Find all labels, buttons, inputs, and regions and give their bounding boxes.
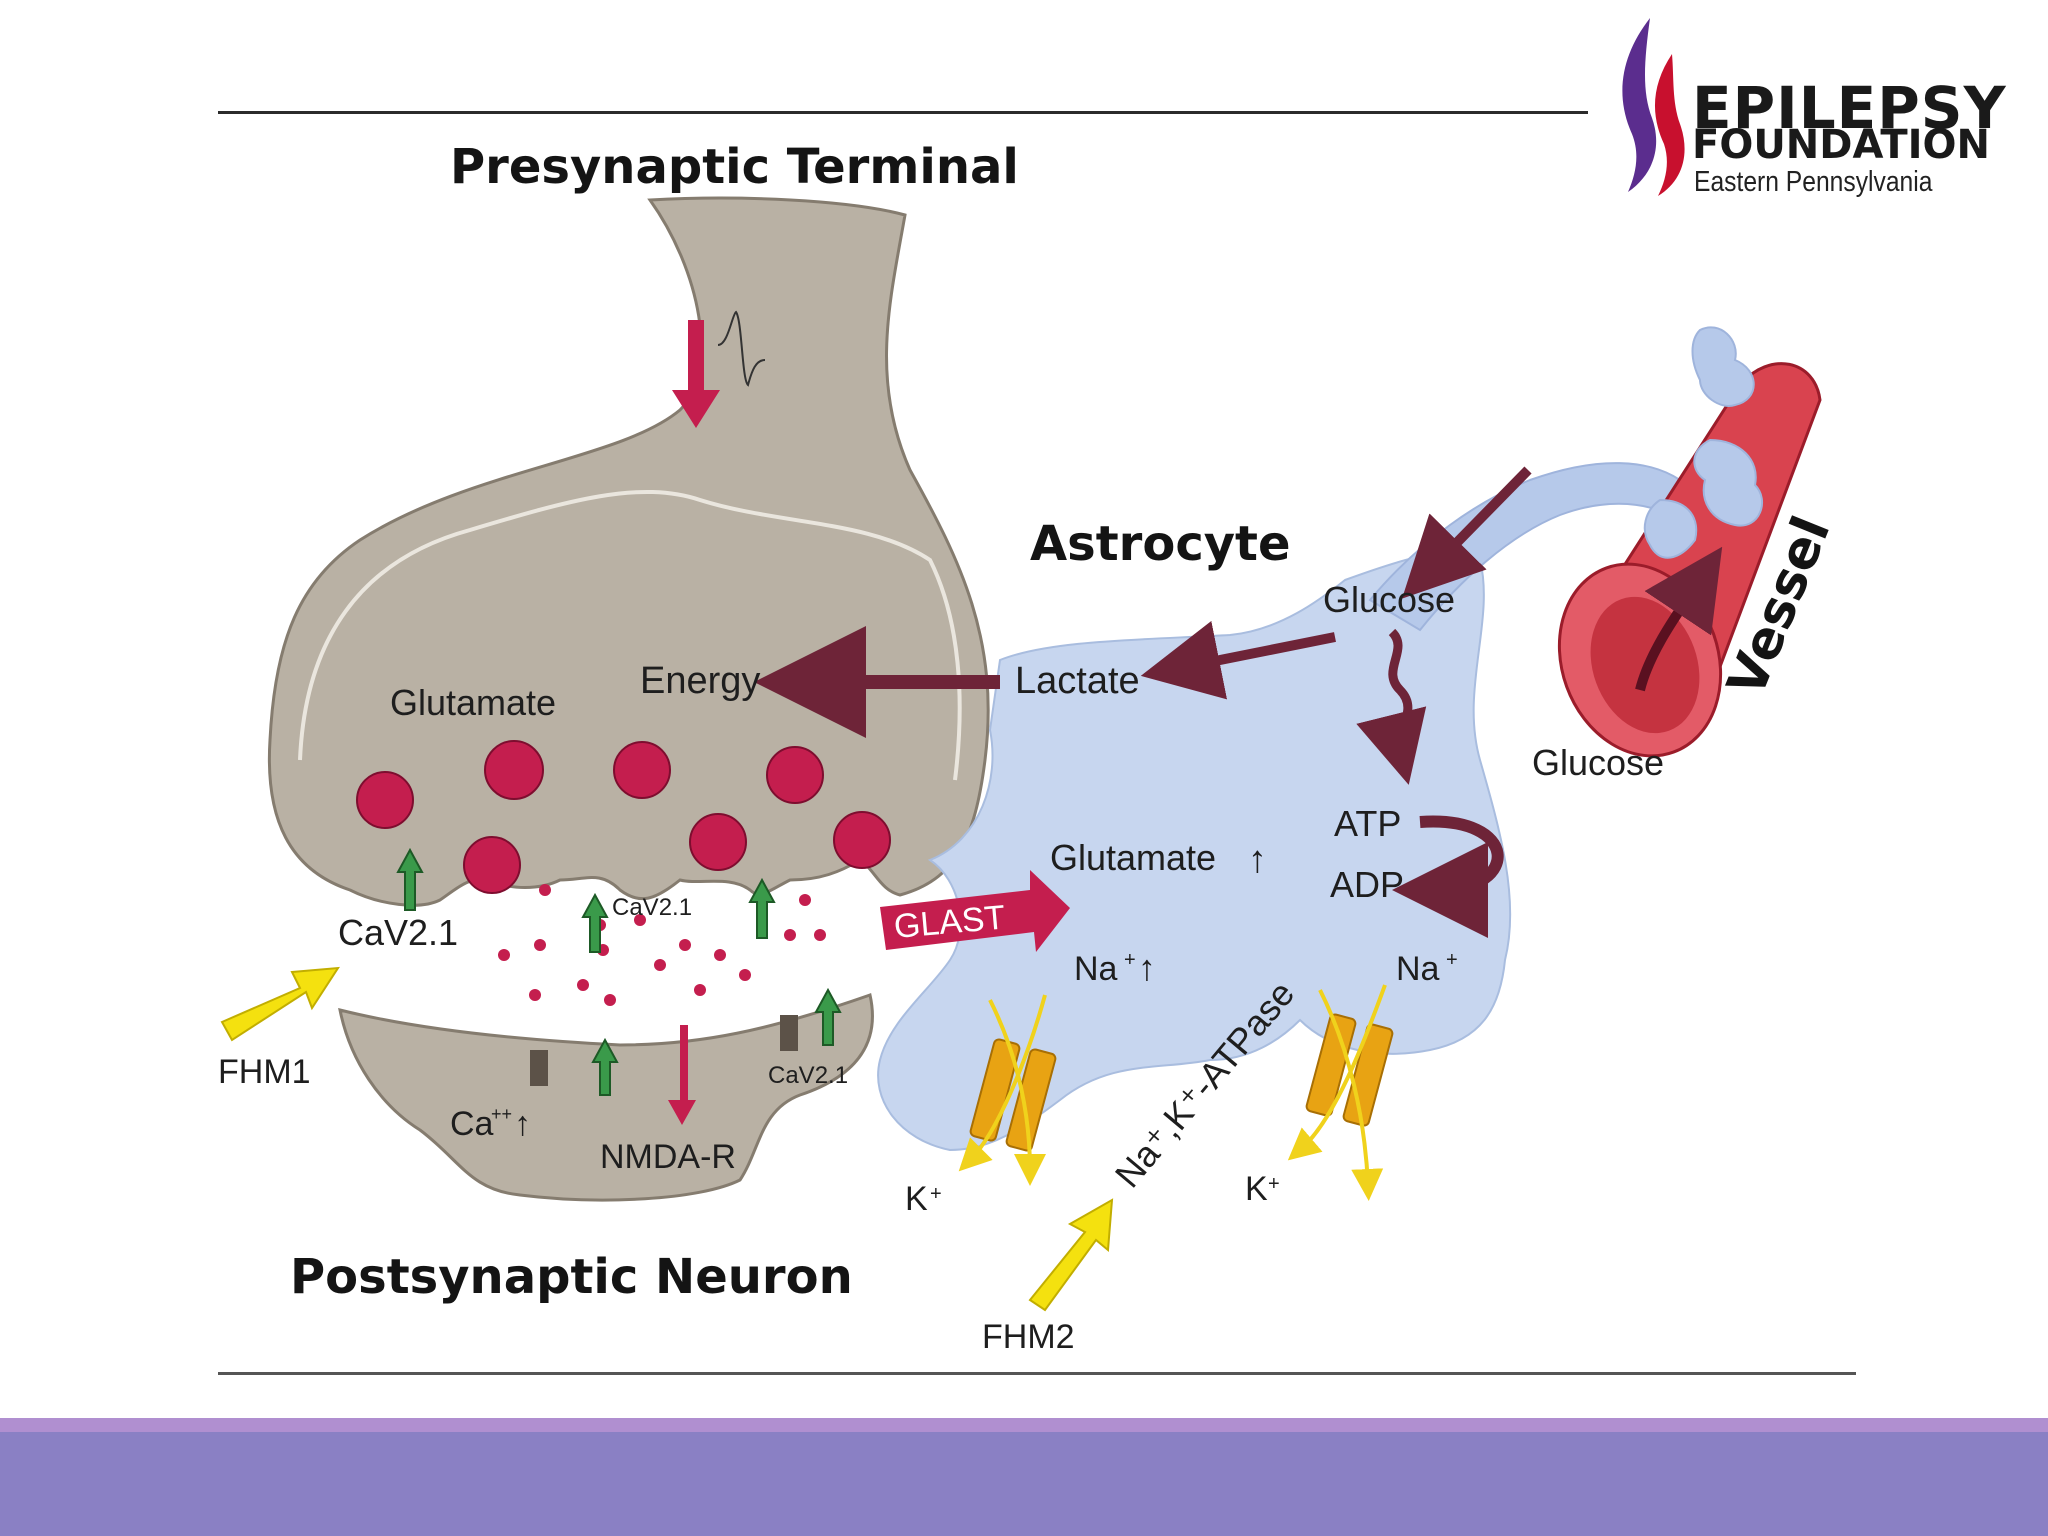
na-up-arrow-icon: ↑ — [1138, 947, 1156, 988]
released-glutamate — [498, 884, 826, 1006]
label-lactate: Lactate — [1015, 660, 1140, 702]
label-energy: Energy — [640, 660, 760, 702]
glucose-uptake-arrow — [1402, 466, 1532, 599]
label-glutamate: Glutamate — [390, 682, 556, 723]
na-k-atpase-right — [1287, 984, 1394, 1201]
ca-up-arrow-icon: ↑ — [514, 1105, 531, 1143]
action-potential-arrow — [672, 320, 720, 428]
flame-icon — [1622, 18, 1685, 196]
astrocyte-title: Astrocyte — [1030, 516, 1291, 572]
label-glutamate-up: Glutamate — [1050, 837, 1216, 878]
label-fhm2: FHM2 — [982, 1318, 1075, 1356]
label-ca: Ca — [450, 1105, 494, 1143]
epilepsy-foundation-logo: EPILEPSY FOUNDATION Eastern Pennsylvania — [1592, 14, 2012, 204]
na-k-atpase-left — [958, 994, 1057, 1186]
logo-text-region: Eastern Pennsylvania — [1694, 166, 1933, 198]
postsynaptic-title: Postsynaptic Neuron — [290, 1249, 853, 1305]
label-atp: ATP — [1334, 803, 1401, 844]
logo-text-foundation: FOUNDATION — [1692, 122, 1990, 168]
postsynaptic-neuron — [338, 993, 874, 1202]
fhm1-arrow — [220, 966, 340, 1042]
label-adp: ADP — [1330, 864, 1404, 905]
label-k-left: K — [905, 1180, 928, 1218]
k-left-superscript-plus: + — [930, 1183, 942, 1205]
label-glucose-astrocyte: Glucose — [1323, 579, 1455, 620]
label-cav21-left: CaV2.1 — [338, 912, 458, 953]
na-right-superscript-plus: + — [1446, 949, 1458, 971]
label-fhm1: FHM1 — [218, 1053, 311, 1091]
label-cav21-post: CaV2.1 — [768, 1062, 848, 1089]
top-divider — [218, 111, 1588, 114]
glucose-to-lactate-arrow — [1140, 620, 1336, 700]
glutamate-up-arrow-icon: ↑ — [1248, 839, 1267, 881]
action-potential-trace-icon — [717, 310, 766, 387]
glycolysis-arrow — [1356, 628, 1427, 785]
postsynaptic-receptors — [530, 987, 842, 1125]
footer-band — [0, 1432, 2048, 1536]
label-nmda: NMDA-R — [600, 1138, 736, 1176]
label-cav21-center: CaV2.1 — [612, 894, 692, 921]
bottom-divider — [218, 1372, 1856, 1375]
glast-transporter-arrow — [880, 870, 1070, 952]
presynaptic-inner-membrane — [298, 490, 962, 781]
k-right-superscript-plus: + — [1268, 1173, 1280, 1195]
presynaptic-cav21-channels — [396, 847, 776, 953]
fhm2-arrow — [1028, 1198, 1114, 1312]
ca-superscript: ++ — [491, 1104, 512, 1124]
label-na-up: Na — [1074, 950, 1118, 988]
blood-vessel — [1557, 326, 1822, 758]
presynaptic-title: Presynaptic Terminal — [450, 139, 1019, 195]
label-glucose-vessel: Glucose — [1532, 742, 1664, 783]
footer-accent-strip — [0, 1418, 2048, 1432]
atp-adp-cycle-arrow — [1392, 815, 1504, 938]
glutamate-vesicles — [356, 740, 891, 894]
label-na-right: Na — [1396, 950, 1440, 988]
label-k-right: K — [1245, 1170, 1268, 1208]
logo-text-epilepsy: EPILEPSY — [1692, 74, 2007, 142]
na-superscript-plus: + — [1124, 949, 1136, 971]
